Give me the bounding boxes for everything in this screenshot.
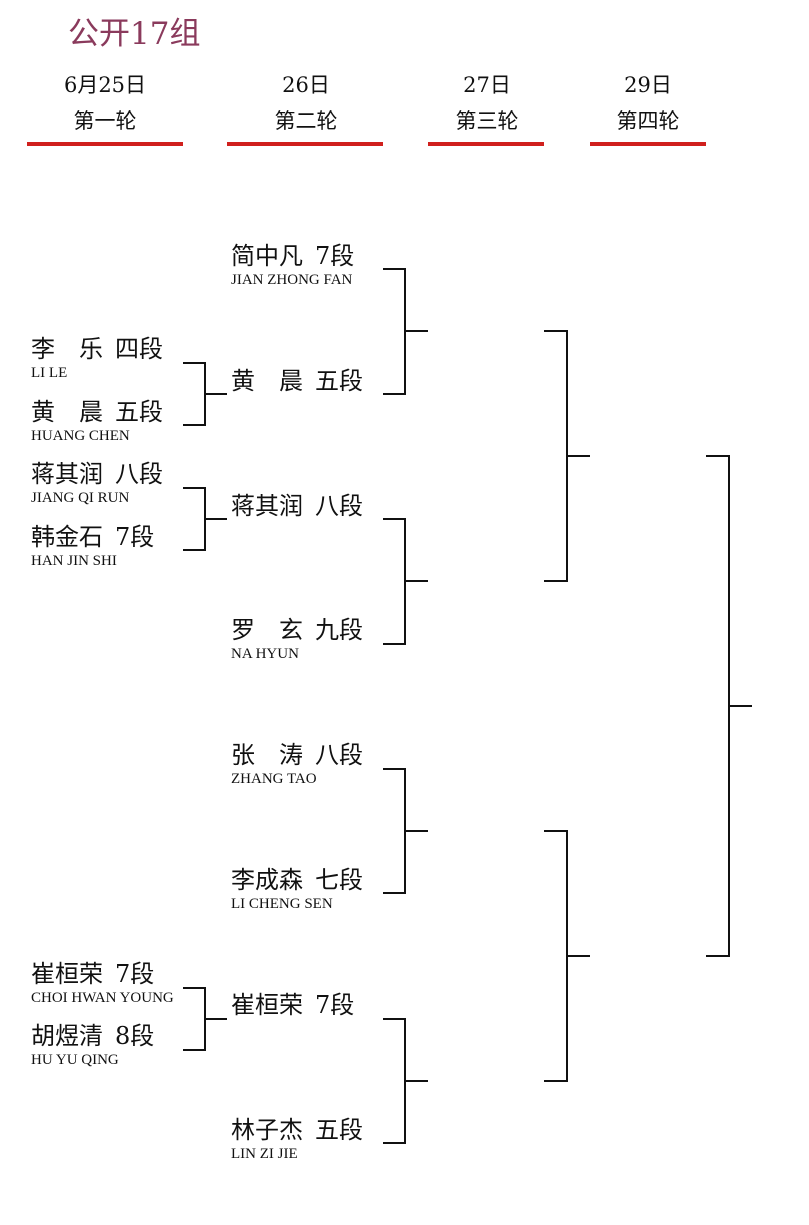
round-2-header: 26日 第二轮 (226, 72, 386, 134)
player-name: 胡煜清 (31, 1022, 103, 1050)
round-1-underline (27, 142, 183, 146)
round-3-underline (428, 142, 544, 146)
bracket-connector (383, 268, 428, 395)
player-entry: 胡煜清 8段 HU YU QING (31, 1021, 154, 1069)
player-rank: 7段 (115, 960, 155, 988)
player-name: 黄 晨 (31, 398, 103, 426)
player-rank: 八段 (315, 741, 363, 769)
player-roman-name: HUANG CHEN (31, 428, 130, 444)
player-name: 崔桓荣 (31, 960, 103, 988)
player-roman-name: JIAN ZHONG FAN (231, 272, 353, 288)
round-2-name: 第二轮 (274, 109, 338, 133)
player-roman-name: LI CHENG SEN (231, 896, 333, 912)
round-4-name: 第四轮 (616, 109, 680, 133)
player-name: 黄 晨 (231, 367, 303, 395)
player-rank: 七段 (315, 866, 363, 894)
bracket-connector (544, 830, 590, 1082)
round-1-header: 6月25日 第一轮 (25, 72, 185, 134)
player-rank: 九段 (315, 616, 363, 644)
player-entry: 黄 晨五段 (231, 366, 363, 396)
bracket-connector (544, 330, 590, 582)
player-entry: 罗 玄九段 NA HYUN (231, 615, 363, 663)
bracket-connector (383, 768, 428, 894)
player-rank: 八段 (115, 460, 163, 488)
player-rank: 五段 (115, 398, 163, 426)
player-name: 蒋其润 (231, 492, 303, 520)
player-rank: 8段 (115, 1022, 155, 1050)
player-roman-name: LI LE (31, 365, 68, 381)
player-entry: 崔桓荣 7段 CHOI HWAN YOUNG (31, 959, 174, 1007)
round-2-date: 26日 (282, 73, 330, 97)
player-name: 蒋其润 (31, 460, 103, 488)
player-rank: 八段 (315, 492, 363, 520)
round-4-underline (590, 142, 706, 146)
player-entry: 韩金石 7段 HAN JIN SHI (31, 522, 154, 570)
player-entry: 蒋其润八段 (231, 491, 363, 521)
bracket-connector (183, 487, 227, 551)
player-entry: 蒋其润八段 JIANG QI RUN (31, 459, 163, 507)
player-roman-name: LIN ZI JIE (231, 1146, 298, 1162)
bracket-connector (706, 455, 752, 957)
player-name: 李成森 (231, 866, 303, 894)
player-entry: 黄 晨五段 HUANG CHEN (31, 397, 163, 445)
player-name: 简中凡 (231, 242, 303, 270)
page-title: 公开17组 (68, 16, 201, 52)
bracket-connector (183, 987, 227, 1051)
player-entry: 张 涛八段 ZHANG TAO (231, 740, 363, 788)
player-roman-name: HU YU QING (31, 1052, 119, 1068)
player-rank: 五段 (315, 367, 363, 395)
round-1-name: 第一轮 (73, 109, 137, 133)
player-rank: 7段 (115, 523, 155, 551)
player-entry: 林子杰五段 LIN ZI JIE (231, 1115, 363, 1163)
player-rank: 7段 (315, 991, 355, 1019)
player-rank: 四段 (115, 335, 163, 363)
round-3-header: 27日 第三轮 (407, 72, 567, 134)
player-entry: 李 乐四段 LI LE (31, 334, 163, 382)
bracket-connector (383, 518, 428, 645)
player-entry: 崔桓荣 7段 (231, 990, 354, 1020)
player-name: 李 乐 (31, 335, 103, 363)
player-rank: 7段 (315, 242, 355, 270)
round-3-name: 第三轮 (455, 109, 519, 133)
player-roman-name: ZHANG TAO (231, 771, 317, 787)
player-name: 崔桓荣 (231, 991, 303, 1019)
player-roman-name: CHOI HWAN YOUNG (31, 990, 174, 1006)
player-roman-name: HAN JIN SHI (31, 553, 117, 569)
player-name: 林子杰 (231, 1116, 303, 1144)
round-4-date: 29日 (624, 73, 672, 97)
player-name: 张 涛 (231, 741, 303, 769)
player-entry: 简中凡 7段 JIAN ZHONG FAN (231, 241, 354, 289)
round-2-underline (227, 142, 383, 146)
player-entry: 李成森七段 LI CHENG SEN (231, 865, 363, 913)
player-roman-name: NA HYUN (231, 646, 299, 662)
bracket-connector (183, 362, 227, 426)
player-name: 韩金石 (31, 523, 103, 551)
player-rank: 五段 (315, 1116, 363, 1144)
round-4-header: 29日 第四轮 (568, 72, 728, 134)
player-roman-name: JIANG QI RUN (31, 490, 130, 506)
bracket-connector (383, 1018, 428, 1144)
round-3-date: 27日 (463, 73, 511, 97)
round-1-date: 6月25日 (63, 73, 147, 97)
player-name: 罗 玄 (231, 616, 303, 644)
